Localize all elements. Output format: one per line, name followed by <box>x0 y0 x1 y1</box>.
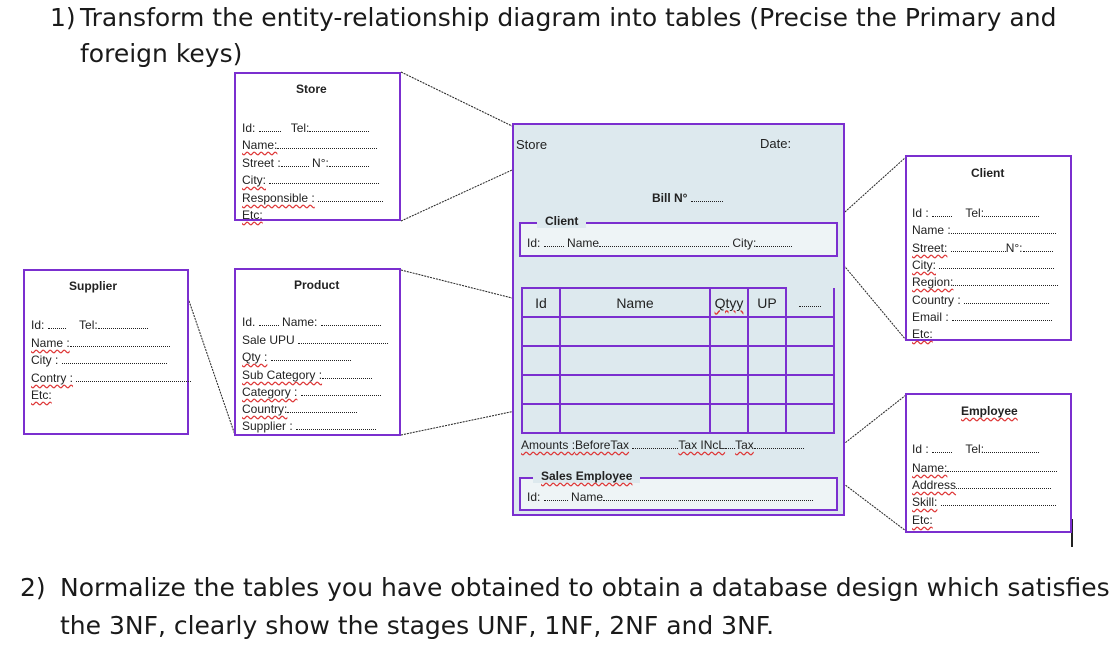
store-id-field: Id: Tel: <box>242 121 370 135</box>
bill-store-label: Store <box>516 137 548 152</box>
client-entity: Client Id : Tel: Name : Street: N°: City… <box>905 155 1072 341</box>
bill-form: Store Date: Bill N° Client Id: Name City… <box>512 123 845 516</box>
client-street-field: Street: N°: <box>912 241 1053 255</box>
bill-items-table: Id Name Qtyy UP <box>521 287 835 434</box>
bill-sales-employee-box: Sales Employee Id: Name <box>519 469 838 511</box>
product-qty-field: Qty : <box>242 350 351 364</box>
product-entity: Product Id. Name: Sale UPU Qty : Sub Cat… <box>234 268 401 436</box>
supplier-name-field: Name : <box>31 336 170 350</box>
table-row <box>521 403 835 434</box>
product-title: Product <box>294 278 340 292</box>
question-1-line-1: Transform the entity-relationship diagra… <box>80 3 1057 32</box>
product-country-field: Country: <box>242 402 358 416</box>
client-name-field: Name : <box>912 223 1056 237</box>
column-extra <box>785 288 835 318</box>
store-entity: Store Id: Tel: Name: Street : N°: City: … <box>234 72 401 222</box>
product-supplier-field: Supplier : <box>242 419 377 433</box>
bill-sales-employee-label: Sales Employee <box>533 469 641 483</box>
employee-skill-field: Skill: <box>912 495 1056 509</box>
bill-items-header: Id Name Qtyy UP <box>521 287 835 318</box>
product-category-field: Category : <box>242 385 381 399</box>
question-1-number: 1) <box>50 3 76 32</box>
client-email-field: Email : <box>912 310 1053 324</box>
supplier-etc-field: Etc: <box>31 388 52 402</box>
employee-address-field: Address <box>912 478 1052 492</box>
store-etc-field: Etc: <box>242 208 263 222</box>
store-name-field: Name: <box>242 138 378 152</box>
store-responsible-field: Responsible : <box>242 191 384 205</box>
bill-date-label: Date: <box>760 136 792 151</box>
store-title: Store <box>296 82 327 96</box>
bill-number-field: Bill N° <box>652 191 723 205</box>
supplier-title: Supplier <box>69 279 118 293</box>
client-country-field: Country : <box>912 293 1050 307</box>
employee-title: Employee <box>961 404 1018 418</box>
column-up: UP <box>747 287 787 318</box>
store-city-field: City: <box>242 173 380 187</box>
table-row <box>521 374 835 405</box>
client-id-field: Id : Tel: <box>912 206 1040 220</box>
question-2-line-1: Normalize the tables you have obtained t… <box>60 573 1110 602</box>
bill-client-label: Client <box>537 214 587 228</box>
table-row <box>521 345 835 376</box>
question-1-line-2: foreign keys) <box>80 39 243 68</box>
store-street-field: Street : N°: <box>242 156 369 170</box>
product-id-field: Id. Name: <box>242 315 381 329</box>
product-sale-upu-field: Sale UPU <box>242 333 389 347</box>
bill-employee-fields: Id: Name <box>527 490 814 504</box>
table-row <box>521 316 835 347</box>
employee-etc-field: Etc: <box>912 513 933 527</box>
employee-name-field: Name: <box>912 461 1058 475</box>
supplier-entity: Supplier Id: Tel: Name : City : Contry :… <box>23 269 192 435</box>
question-2-line-2: the 3NF, clearly show the stages UNF, 1N… <box>60 611 775 640</box>
column-id: Id <box>521 287 561 318</box>
column-name: Name <box>559 287 711 318</box>
question-2-number: 2) <box>20 573 46 602</box>
bill-client-box: Client Id: Name City: <box>519 214 838 257</box>
supplier-contry-field: Contry : <box>31 371 192 385</box>
client-title: Client <box>971 166 1005 180</box>
client-etc-field: Etc: <box>912 327 933 341</box>
supplier-id-field: Id: Tel: <box>31 318 148 332</box>
employee-entity: Employee Id : Tel: Name: Address Skill: … <box>905 393 1072 533</box>
column-qty: Qtyy <box>709 287 749 318</box>
bill-client-fields: Id: Name City: <box>527 236 793 250</box>
product-sub-category-field: Sub Category : <box>242 368 373 382</box>
employee-id-field: Id : Tel: <box>912 442 1040 456</box>
client-city-field: City: <box>912 258 1055 272</box>
client-region-field: Region: <box>912 275 1059 289</box>
supplier-city-field: City : <box>31 353 167 367</box>
